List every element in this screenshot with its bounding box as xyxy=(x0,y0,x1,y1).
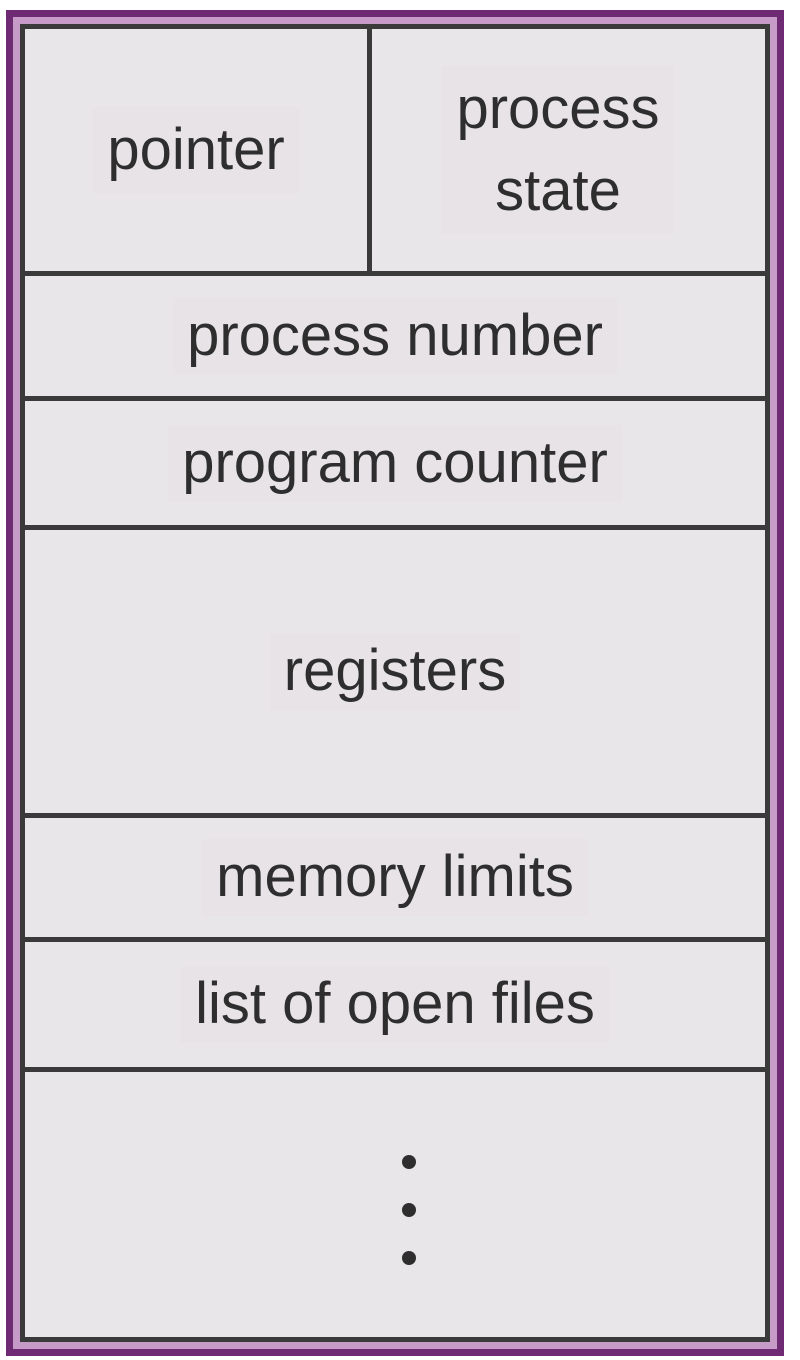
process-number-cell: process number xyxy=(25,276,765,396)
open-files-label: list of open files xyxy=(181,966,609,1043)
divider-1 xyxy=(25,271,765,276)
divider-4 xyxy=(25,813,765,818)
memory-limits-label: memory limits xyxy=(202,839,588,916)
registers-label: registers xyxy=(269,633,521,710)
continuation-cell xyxy=(25,1072,765,1337)
process-state-cell: process state xyxy=(372,29,744,271)
ellipsis-dot xyxy=(402,1154,416,1169)
pointer-cell: pointer xyxy=(25,29,367,271)
registers-cell: registers xyxy=(25,530,765,813)
program-counter-cell: program counter xyxy=(25,401,765,525)
pointer-state-divider xyxy=(367,29,372,271)
process-control-block-frame: pointer process state process number pro… xyxy=(6,10,784,1356)
divider-3 xyxy=(25,525,765,530)
memory-limits-cell: memory limits xyxy=(25,818,765,937)
ellipsis-dot xyxy=(402,1250,416,1265)
pointer-label: pointer xyxy=(93,106,299,194)
open-files-cell: list of open files xyxy=(25,942,765,1067)
ellipsis-dot xyxy=(402,1202,416,1217)
divider-6 xyxy=(25,1067,765,1072)
program-counter-label: program counter xyxy=(168,424,622,502)
process-number-label: process number xyxy=(173,297,617,375)
vertical-ellipsis-icon xyxy=(402,1154,416,1265)
process-state-label: process state xyxy=(442,65,674,235)
divider-5 xyxy=(25,937,765,942)
divider-2 xyxy=(25,396,765,401)
process-control-block: pointer process state process number pro… xyxy=(20,24,770,1342)
